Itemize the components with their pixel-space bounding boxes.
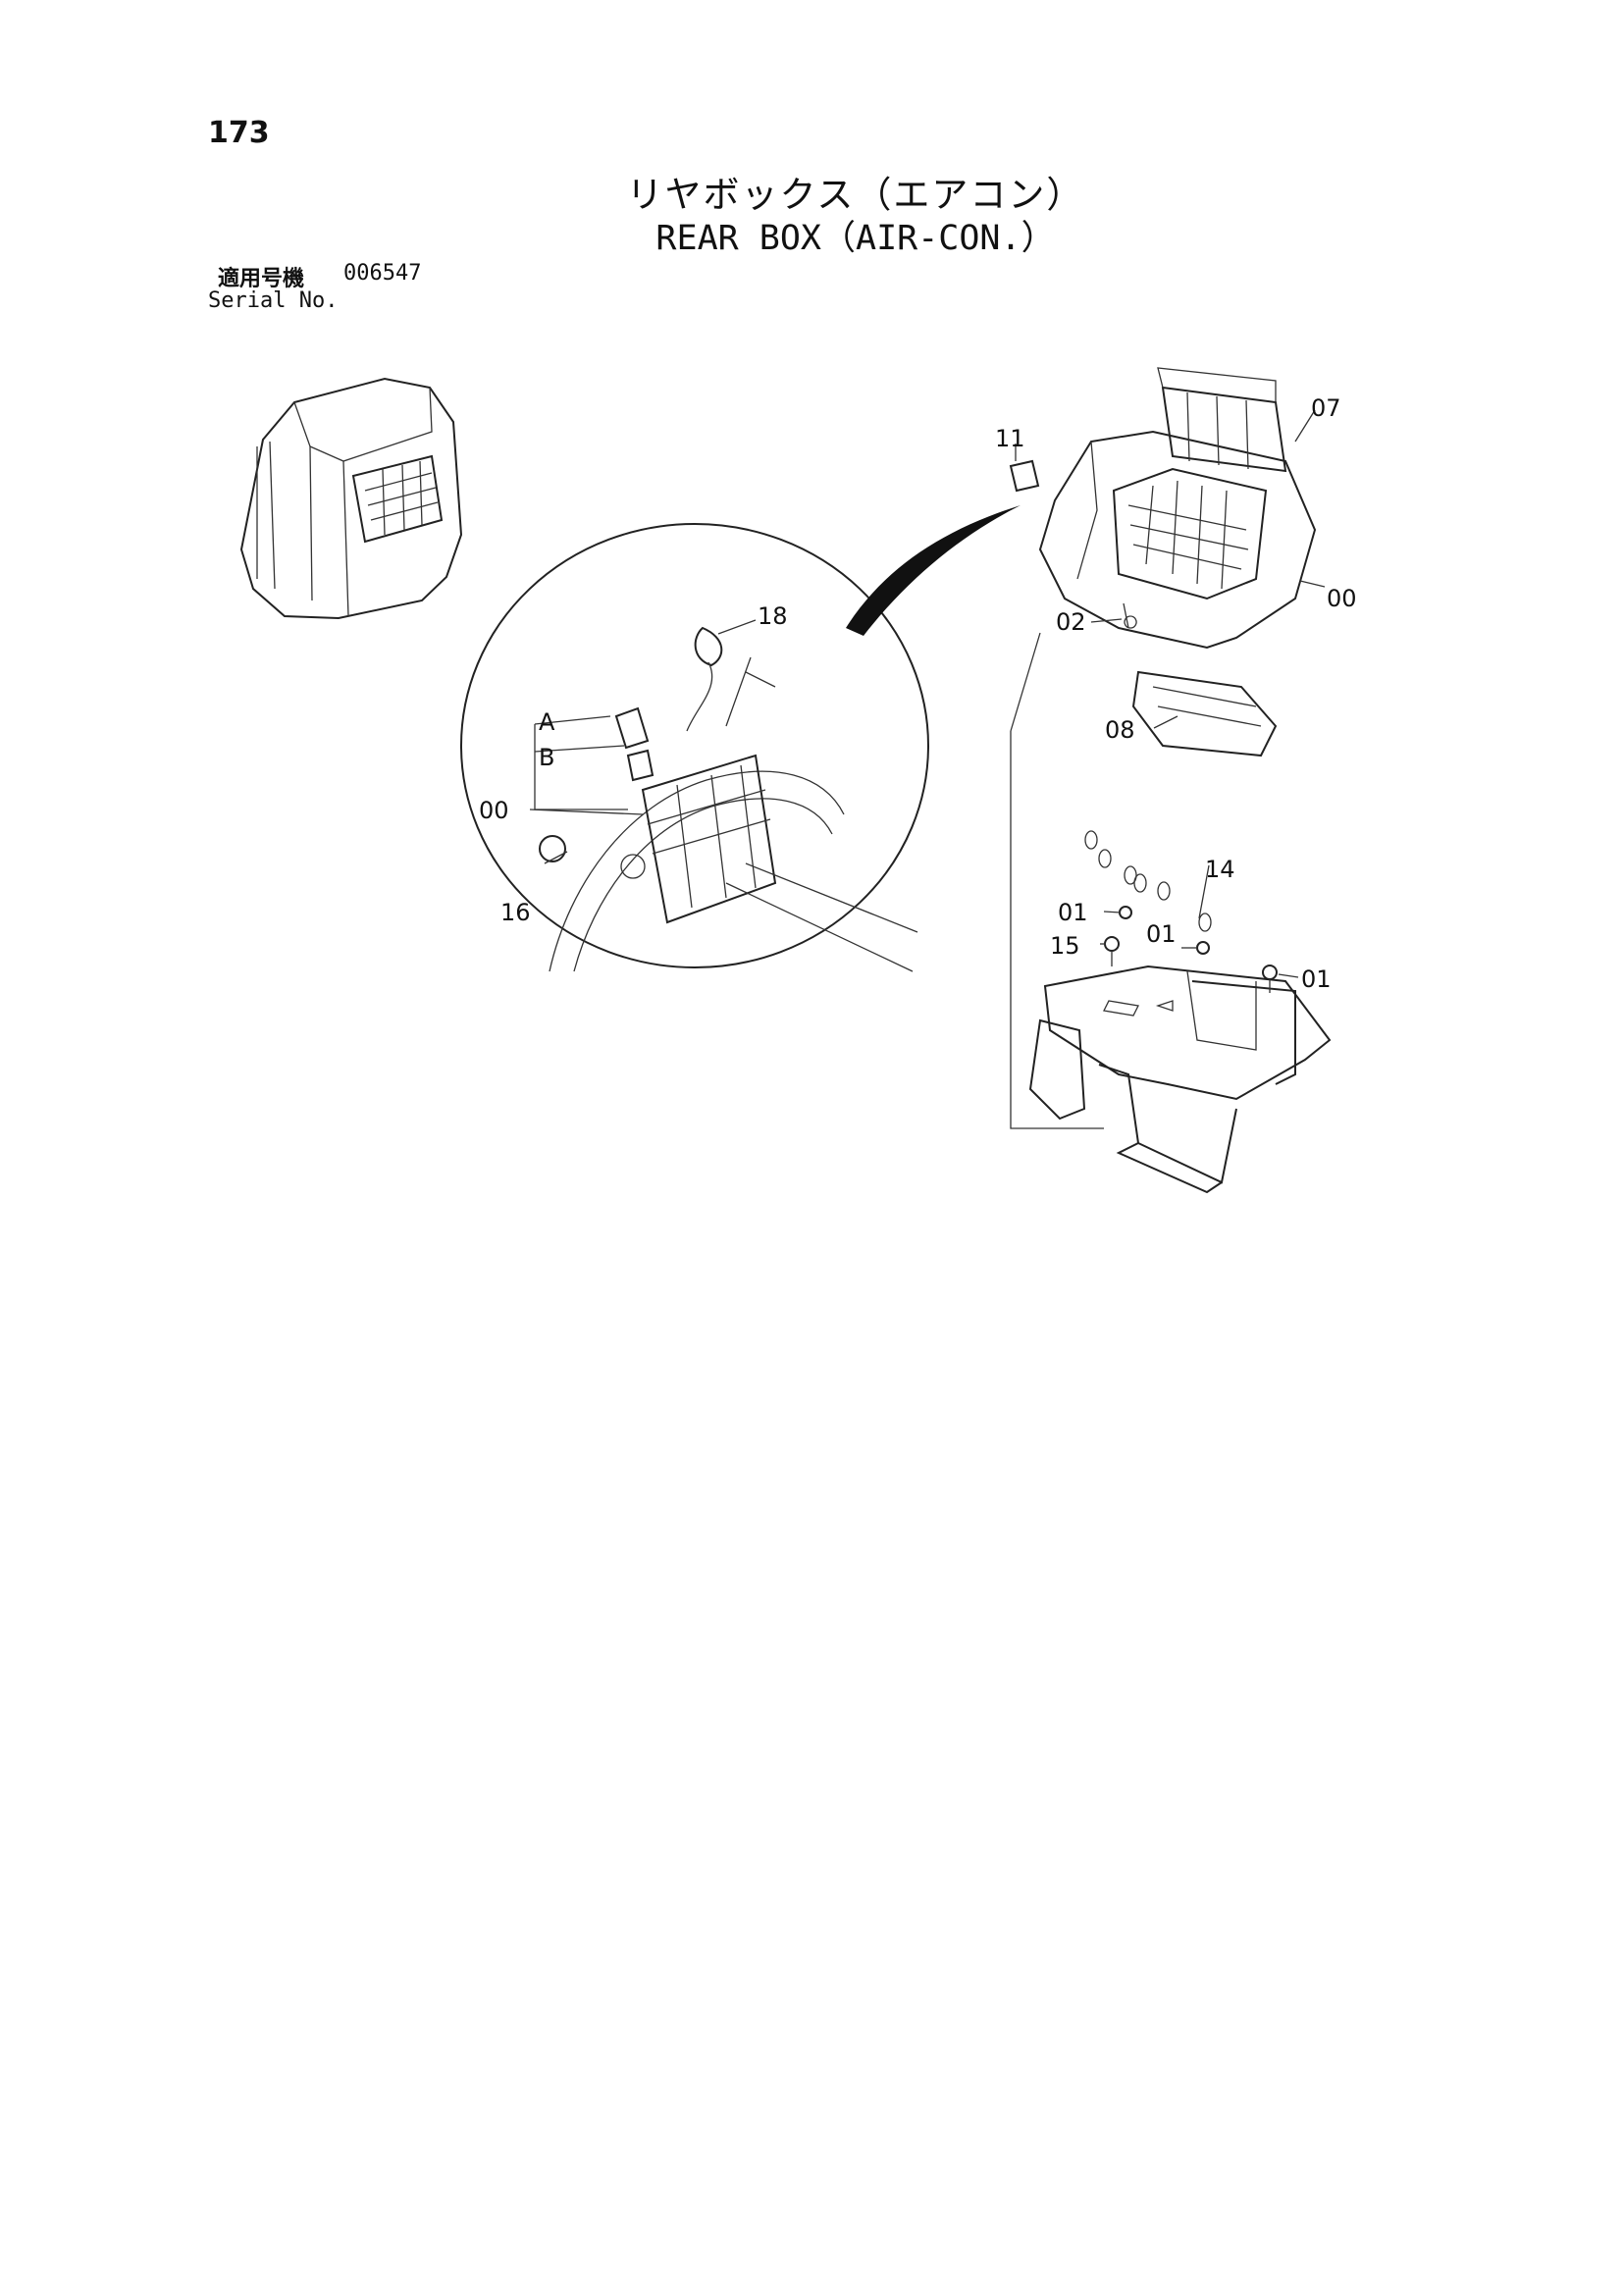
callout-16: 16 bbox=[500, 899, 531, 926]
callout-18: 18 bbox=[758, 602, 788, 630]
bolt-icon bbox=[1104, 906, 1278, 993]
callout-01-b: 01 bbox=[1146, 920, 1177, 948]
leader-lines bbox=[529, 409, 1326, 978]
callout-01-c: 01 bbox=[1301, 965, 1332, 993]
serial-number: 006547 bbox=[343, 261, 422, 286]
callout-02: 02 bbox=[1056, 608, 1086, 636]
washer-icon bbox=[1084, 830, 1212, 932]
callout-01-a: 01 bbox=[1058, 899, 1088, 926]
callout-07: 07 bbox=[1311, 394, 1341, 422]
page-title-english: REAR BOX（AIR-CON.） bbox=[655, 219, 1056, 258]
page-number: 173 bbox=[208, 116, 270, 150]
callout-00-main: 00 bbox=[1327, 585, 1357, 612]
callout-15: 15 bbox=[1050, 932, 1080, 960]
callout-A: A bbox=[539, 708, 555, 736]
callout-00-detail: 00 bbox=[479, 797, 509, 824]
callout-08: 08 bbox=[1105, 716, 1135, 744]
serial-label-english: Serial No. bbox=[208, 288, 339, 313]
detail-circle bbox=[460, 505, 1021, 972]
rear-box-drawing bbox=[1009, 367, 1317, 757]
callout-14: 14 bbox=[1205, 856, 1235, 883]
frame-drawing bbox=[1010, 632, 1332, 1194]
cab-overview-drawing bbox=[239, 377, 463, 620]
serial-label-japanese: 適用号機 bbox=[218, 267, 305, 291]
callout-B: B bbox=[539, 744, 554, 771]
page-title-japanese: リヤボックス（エアコン） bbox=[626, 174, 1085, 216]
callout-11: 11 bbox=[995, 425, 1025, 452]
